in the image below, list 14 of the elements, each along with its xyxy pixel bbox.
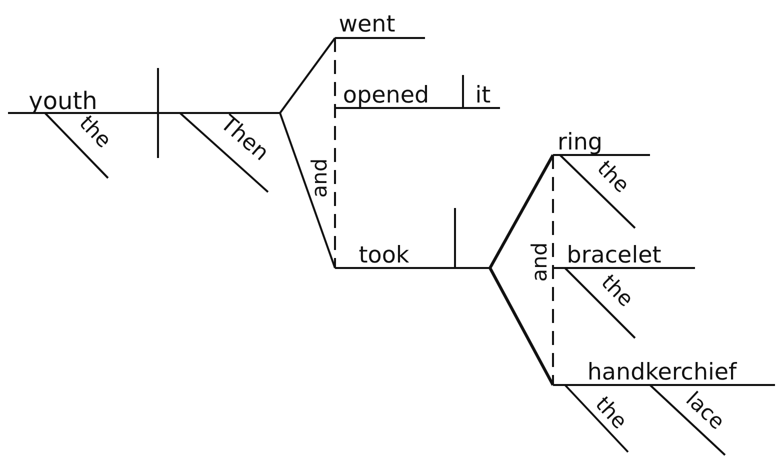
word-label: bracelet xyxy=(566,244,662,268)
word-label: the xyxy=(75,112,115,152)
word-label: it xyxy=(475,84,491,108)
word-label: went xyxy=(338,14,396,36)
word-label: took xyxy=(358,244,410,268)
word-label: and xyxy=(310,158,330,198)
word-label: the xyxy=(592,393,630,433)
word-label: youth xyxy=(28,89,98,113)
word-label: the xyxy=(593,157,633,197)
word-label: handkerchief xyxy=(587,362,737,384)
word-label: ring xyxy=(557,132,603,154)
word-label: and xyxy=(530,242,550,282)
word-label: the xyxy=(597,271,637,311)
word-label: opened xyxy=(342,84,430,108)
